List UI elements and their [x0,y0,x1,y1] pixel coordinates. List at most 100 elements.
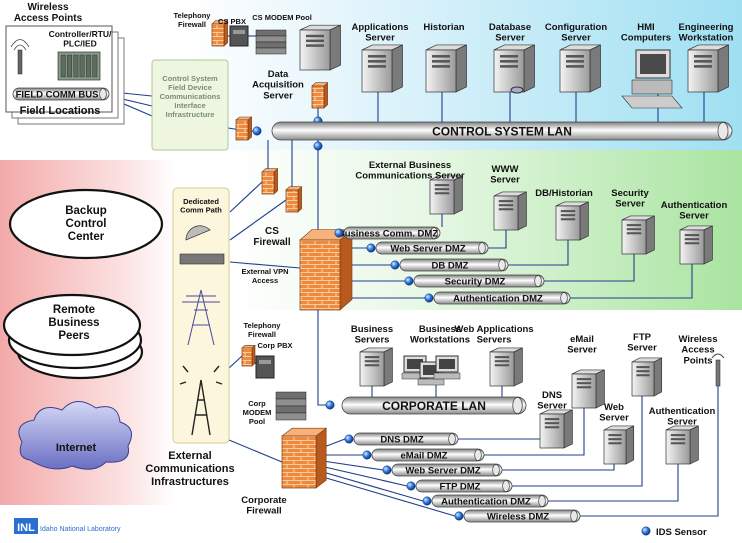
corp-wireless-antenna-icon [711,353,725,387]
control-lan-firewall [235,116,253,141]
corp-lan-main-link [317,310,326,406]
corp-dmz-fw-link-3 [315,464,408,487]
business-workstations-icon[interactable] [401,355,461,386]
corp-dmz-pipe-4-label: Authentication DMZ [441,496,531,507]
control-lan-ids-bottom [313,141,323,151]
database-server[interactable] [493,44,535,93]
web-applications-servers[interactable] [489,347,523,387]
corp-dmz-pipe-5-label: Wireless DMZ [487,511,549,522]
dmz-srv-link-3 [544,254,635,282]
email-server[interactable] [571,369,605,409]
dmz-pipe-1: Web Server DMZ [375,241,489,255]
field-bus-link-3 [123,103,153,117]
corp-dmz-pipe-1: eMail DMZ [371,448,485,462]
dmz-pipe-0: Business Comm. DMZ [338,226,441,240]
dmz-firewall-b [285,186,303,213]
corp-dmz-fw-link-5 [315,474,456,517]
controller-label: Controller/RTU/PLC/IED [49,29,112,49]
remote-peers-oval-front [2,293,142,357]
corp-web-server[interactable] [603,425,635,465]
cs-modem-pool-label: CS MODEM Pool [252,13,312,22]
engineering-workstation[interactable] [687,44,729,93]
svg-text:Idaho National Laboratory: Idaho National Laboratory [40,526,121,533]
corp-dmz-pipe-0: DNS DMZ [353,432,459,446]
dmz-pipe-1-label: Web Server DMZ [390,243,466,254]
corp-dmz-pipe-1-label: eMail DMZ [401,450,448,461]
data-acquisition-server[interactable] [299,24,341,71]
corporate-lan-label: CORPORATE LAN [382,399,486,413]
controller-rtu-icon [57,51,101,81]
dedicated-comm-link-a [229,181,263,213]
corp-dmz-pipe-4: Authentication DMZ [431,494,549,508]
hmi-computers-icon[interactable] [621,49,683,109]
configuration-server[interactable] [559,44,601,93]
dmz-ids-2 [390,260,400,270]
cs-telephony-firewall [211,20,229,47]
dmz-pipe-2-label: DB DMZ [432,260,469,271]
corp-authentication-server[interactable] [665,425,699,465]
db-historian-server[interactable] [555,201,589,241]
dmz-srv-link-4 [570,264,693,299]
ftp-server[interactable] [631,357,663,397]
dmz-pipe-4: Authentication DMZ [433,291,571,305]
objects-layer: FIELD COMM BUS CONTROL SYSTEM LAN Business… [2,20,733,536]
dmz-firewall-a [261,168,279,195]
inl-logo: INL Idaho National Laboratory [14,518,121,534]
corp-dmz-pipe-0-label: DNS DMZ [380,434,423,445]
field-locations-label: Field Locations [20,105,101,117]
corp-dmz-pipe-2-label: Web Server DMZ [405,465,481,476]
corp-tel-link [228,355,243,369]
dns-link [458,438,553,448]
corp-lan-ids [325,400,335,410]
dns-server[interactable] [539,409,573,449]
field-comm-bus-label: FIELD COMM BUS [16,89,99,100]
dmz-pipe-3: Security DMZ [413,274,545,288]
web-link [502,464,615,471]
corporate-firewall [281,427,328,489]
corp-pbx-label: Corp PBX [257,341,292,350]
control-system-lan: CONTROL SYSTEM LAN [271,121,733,141]
security-server[interactable] [621,215,655,255]
dmz-pipe-2: DB DMZ [399,258,509,272]
business-servers[interactable] [359,347,393,387]
applications-server[interactable] [361,44,403,93]
corp-dmz-fw-link-2 [315,459,384,471]
corp-dmz-ids-0 [344,434,354,444]
dmz-pipe-3-label: Security DMZ [445,276,506,287]
dmz-authentication-server[interactable] [679,225,713,265]
wap-link [580,386,719,517]
internet-label: Internet [56,442,97,454]
dmz-pipe-4-label: Authentication DMZ [453,293,543,304]
cs-firewall [299,228,353,311]
www-server[interactable] [493,191,527,231]
dmz-ids-1 [366,243,376,253]
dmz-ids-3 [404,276,414,286]
corp-firewall-ext-link [228,439,283,463]
dmz-srv-link-1 [488,230,507,249]
historian-server[interactable] [425,44,467,93]
external-comm-box [172,187,230,444]
external-business-comm-server[interactable] [429,175,463,215]
db-historian-server-label: DB/Historian [535,188,593,199]
cs-modem-pool-icon [255,29,287,55]
satellite-dish-icon [179,225,225,265]
svg-text:INL: INL [17,522,35,534]
